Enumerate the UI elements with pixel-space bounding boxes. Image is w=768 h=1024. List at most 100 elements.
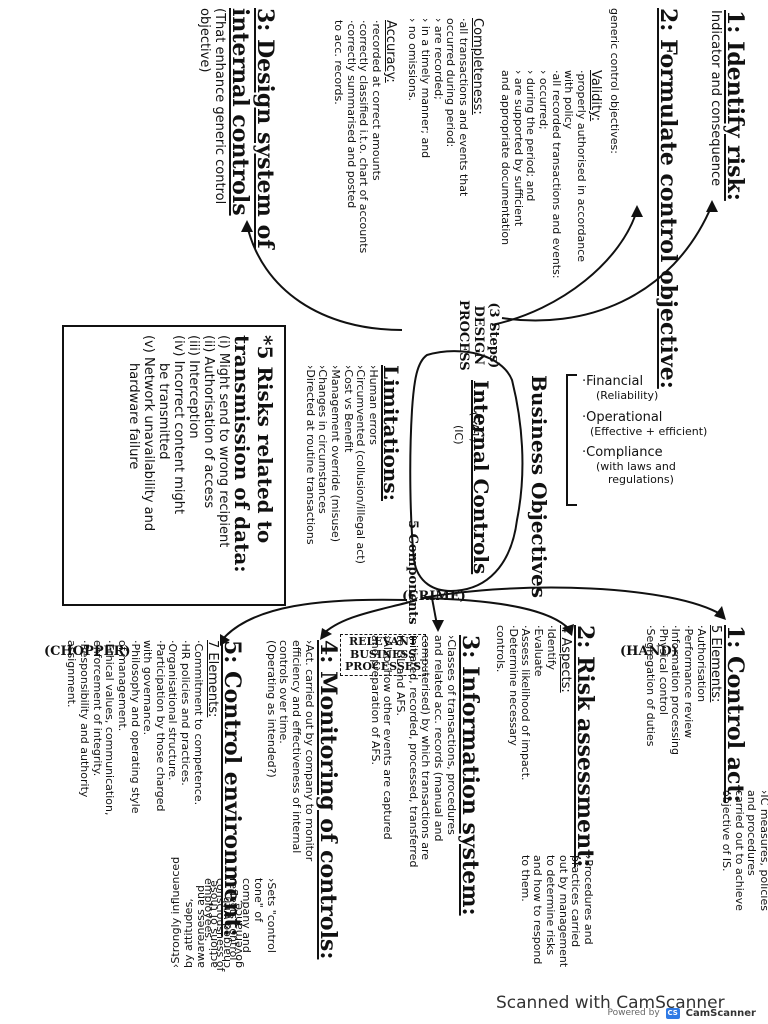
accuracy-line: ·correctly summarised and posted (344, 20, 358, 209)
c2-note-line: ›Procedures and (582, 855, 595, 945)
step3-design-system: 3: Design system of internal controls (T… (197, 8, 278, 268)
box-line: PROCESSES (345, 660, 422, 674)
arrowhead-c3 (432, 620, 444, 632)
risks-box: *5 Risks related to transmission of data… (62, 325, 286, 606)
camscanner-brand: CamScanner (685, 1007, 756, 1019)
c3-line: initiated, recorded, processed, transfer… (406, 635, 420, 868)
c2-item: ·Evaluate (532, 625, 546, 677)
step2-title: 2: Formulate control objective: (655, 8, 681, 389)
powered-by-text: Powered by (607, 1008, 660, 1018)
ic-abbrev: (IC) (452, 425, 465, 445)
limitations-block: Limitations: ›Human errors ›Circumvented… (303, 365, 403, 564)
c5-note2: ›Strongly influenced by attitudes, aware… (169, 856, 246, 968)
c5-note2-line: governance. (232, 899, 246, 968)
c3-information-system: 3: Information system: ›Classes of trans… (368, 635, 483, 916)
c1-item: ·Authorisation (694, 625, 708, 703)
risk-item: hardware failure (126, 363, 142, 470)
generic-label: generic control objectives: (608, 8, 621, 154)
c5-item: ·Responsibility and authority (78, 640, 91, 798)
c2-risk-assessment: 2: Risk assessment: 4 Aspects: ·Identify… (494, 625, 598, 867)
step2-formulate-objective: 2: Formulate control objective: (655, 8, 681, 389)
completeness-block: Completeness: ·all transactions and even… (406, 18, 486, 197)
c2-item: ·Assess likelihood of impact. (519, 625, 533, 781)
c1-note-line: ›IC measures, policies (758, 790, 768, 911)
c5-item: with governance. (141, 640, 155, 736)
c4-line: efficiency and effectiveness of internal (290, 640, 304, 854)
objective-compliance-note: regulations) (608, 472, 674, 486)
validity-line: ·all recorded transactions and events: (549, 70, 563, 279)
c4-line: ›Act. carried out by company to monitor (302, 640, 316, 862)
risk-item: (iii) Interception (186, 335, 202, 439)
c3-line: and preparation of AFS. (368, 635, 382, 766)
accuracy-line: ·recorded at correct amounts (370, 20, 384, 181)
internal-controls-label: Internal Controls (469, 380, 493, 575)
completeness-line: occurred during period: (444, 18, 458, 148)
objectives-items: ·Financial (Reliability) ·Operational (E… (582, 374, 707, 486)
connector-arrows (220, 200, 726, 646)
c5-item: ·Ethical values, communication, (103, 640, 117, 816)
c5-note2-line: ›Strongly influenced (169, 856, 182, 968)
box-line: RELEVANT (349, 635, 418, 648)
arrowhead-c5 (220, 634, 230, 646)
c2-note-line: out by management (556, 855, 570, 968)
crime-label: (CRIME) (402, 589, 466, 605)
c1-item: ·Information processing (669, 625, 683, 755)
risks-content: *5 Risks related to transmission of data… (125, 335, 277, 595)
c5-note-line: tone" of (252, 878, 266, 922)
c2-note-line: to determine risks (544, 855, 558, 956)
hand-acronym: (HAND) (620, 644, 678, 659)
validity-line: › during the period; and (524, 70, 538, 202)
relevant-processes-box: RELEVANT BUSINESS PROCESSES (340, 634, 427, 676)
internal-controls-cloud (409, 350, 524, 592)
c1-sub: 5 Elements: (707, 625, 723, 703)
limitation-item: ›Directed at routine transactions (303, 365, 317, 545)
c5-tag: (CHOPPER) (44, 644, 131, 660)
limitation-item: ›Management override (misuse) (329, 365, 343, 543)
objective-operational: ·Operational (582, 409, 663, 425)
c5-item: enforcement of integrity. (90, 640, 104, 777)
completeness-line: › no omissions. (406, 18, 420, 102)
c2-note-line: practices carried (569, 855, 583, 948)
c2-note: ›Procedures and practices carried out by… (518, 855, 595, 968)
arrow-to-step1 (501, 204, 713, 322)
accuracy-block: Accuracy: ·recorded at correct amounts ·… (332, 20, 398, 253)
objective-financial: ·Financial (582, 374, 644, 389)
c1-title: 1: Control act: (722, 625, 748, 803)
powered-by-bar: Powered by CS CamScanner (560, 1002, 768, 1024)
ic-ref: (SA1) (467, 412, 481, 443)
c1-item: ·Performance review (682, 625, 696, 739)
notes-sheet: 1: Identify risk: Indicator and conseque… (22, 0, 768, 971)
generic-objectives: generic control objectives: (607, 8, 621, 154)
validity-line: with policy (562, 70, 576, 130)
c1-control-act: 1: Control act: 5 Elements: ·Authorisati… (644, 625, 748, 803)
accuracy-line: ·correctly classified i.t.o. chart of ac… (357, 20, 371, 254)
risks-title: *5 Risks related to transmission of data… (230, 335, 277, 573)
arrow-to-c1 (421, 586, 723, 616)
arrow-to-step3 (246, 224, 403, 331)
completeness-line: ·all transactions and events that (457, 18, 471, 197)
ic-sa-ref: (SA1) (468, 412, 481, 443)
c2-note-line: to them. (518, 855, 532, 902)
c3-line: and related acc. records (manual and (432, 635, 446, 842)
arrowhead-step2 (631, 205, 643, 217)
chopper-acronym: (CHOPPER) (44, 644, 131, 659)
c4-line: controls over time. (277, 640, 291, 744)
c5-item: assignment. (65, 640, 79, 708)
c1-note: ›IC measures, policies and procedures ca… (719, 790, 768, 911)
arrow-to-c4 (321, 599, 418, 636)
camscanner-logo-icon: CS (665, 1007, 680, 1019)
c1-note-line: objective of IS. (720, 790, 734, 872)
limitation-item: ›Changes in circumstances (316, 365, 330, 514)
risk-item: (ii) Authorisation of access (201, 335, 217, 509)
step1-identify-risk: 1: Identify risk: Indicator and conseque… (707, 10, 748, 201)
arrow-to-c2 (421, 597, 571, 631)
process-word: PROCESS (456, 300, 472, 371)
completeness-head: Completeness: (470, 18, 485, 115)
c3-line: to GL and AFS. (394, 635, 408, 717)
risk-item: be transmitted (156, 363, 172, 460)
c3-title: 3: Information system: (457, 635, 483, 916)
limitation-item: ›Cost vs Benefit (341, 365, 355, 453)
step3-title: 3: Design system of internal controls (226, 8, 278, 249)
c2-item: controls. (494, 625, 508, 673)
